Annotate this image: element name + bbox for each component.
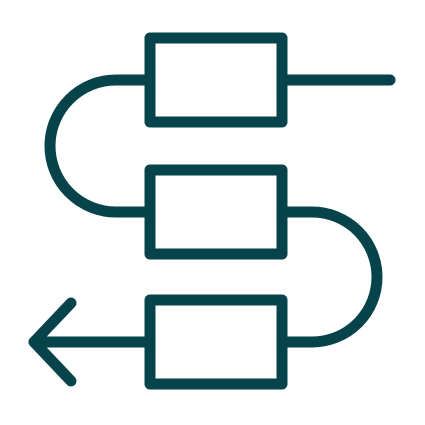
step-box-3 xyxy=(144,294,288,390)
step-box-2 xyxy=(144,164,288,260)
step-box-1 xyxy=(144,32,288,128)
left-connector xyxy=(44,74,156,218)
right-connector xyxy=(276,206,383,348)
left-arrow-icon xyxy=(28,297,77,387)
